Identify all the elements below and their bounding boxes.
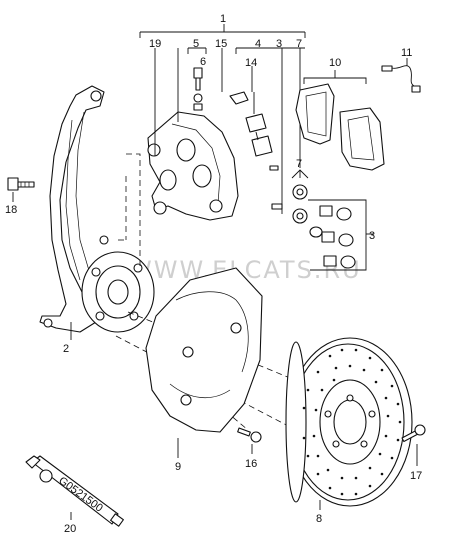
- disc-holes: [302, 348, 402, 496]
- steering-knuckle: [39, 85, 155, 333]
- callout-8: 8: [316, 513, 322, 525]
- callout-15: 15: [215, 38, 227, 50]
- bolt-17: [401, 424, 426, 466]
- callout-11: 11: [401, 47, 412, 59]
- brake-disc: [285, 337, 413, 507]
- bolt-18: [7, 177, 35, 202]
- callout-7b: 7: [296, 158, 302, 170]
- pad-springs: [229, 66, 283, 210]
- callout-19: 19: [149, 38, 161, 50]
- callout-3: 3: [276, 38, 282, 50]
- callout-4: 4: [255, 38, 261, 50]
- dust-shield: [145, 267, 263, 433]
- callout-18: 18: [5, 204, 17, 216]
- brake-caliper: [147, 111, 239, 221]
- callout-9: 9: [175, 461, 181, 473]
- callout-16: 16: [245, 458, 257, 470]
- callout-17: 17: [410, 470, 422, 482]
- callout-5: 5: [193, 38, 199, 50]
- callout-3b: 3: [369, 230, 375, 242]
- callout-2: 2: [63, 343, 69, 355]
- callout-6: 6: [200, 56, 206, 68]
- callout-14: 14: [245, 57, 257, 69]
- callout-10: 10: [329, 57, 341, 69]
- wear-sensor: [381, 58, 421, 93]
- bleed-screw: [193, 67, 203, 111]
- tube-label: G0521500: [56, 475, 105, 515]
- callout-1: 1: [220, 13, 226, 25]
- bolt-16: [237, 427, 262, 454]
- callout-20: 20: [64, 523, 76, 535]
- brake-pads: [295, 70, 385, 171]
- bracket-1: [139, 24, 306, 38]
- callout-7: 7: [296, 38, 302, 50]
- seals-pistons: [291, 169, 374, 271]
- grease-tube: G0521500: [25, 455, 124, 527]
